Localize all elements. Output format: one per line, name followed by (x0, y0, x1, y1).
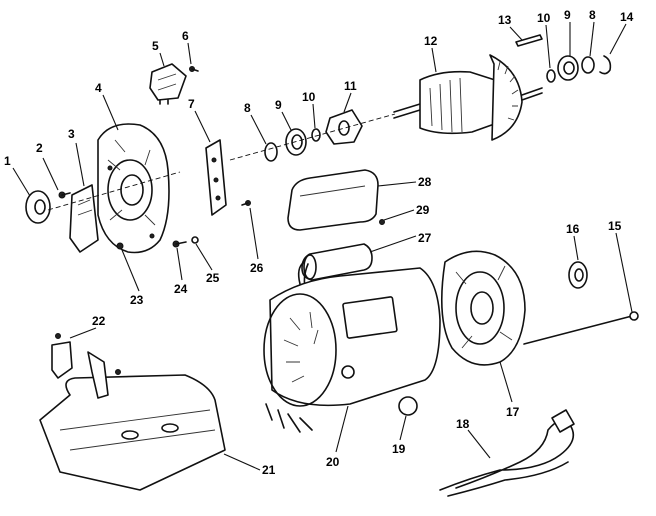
callout-23: 23 (130, 293, 144, 307)
part-screw-26 (241, 200, 251, 206)
part-plug-19 (398, 396, 418, 416)
callout-28: 28 (418, 175, 432, 189)
callout-10-left: 10 (302, 90, 316, 104)
callout-20: 20 (326, 455, 340, 469)
part-bearing-9-right (557, 55, 579, 81)
part-washer-25 (191, 236, 199, 244)
part-rotor-12 (393, 54, 543, 141)
callout-9-right: 9 (564, 8, 571, 22)
callout-7: 7 (188, 97, 195, 111)
part-base-21 (39, 374, 226, 491)
callout-numbers: 1 2 3 4 5 6 7 8 9 10 11 12 13 10 9 8 14 … (4, 8, 634, 477)
callout-25: 25 (206, 271, 220, 285)
callout-14: 14 (620, 10, 634, 24)
part-washer-1 (25, 190, 51, 224)
leader-lines (12, 21, 633, 471)
part-screw-6 (189, 66, 199, 72)
callout-4: 4 (95, 81, 102, 95)
callout-5: 5 (152, 39, 159, 53)
part-switch-5 (149, 63, 187, 105)
part-washer-10-right (546, 69, 556, 83)
callout-3: 3 (68, 127, 75, 141)
callout-16: 16 (566, 222, 580, 236)
part-washer-10-left (311, 128, 321, 142)
callout-8-right: 8 (589, 8, 596, 22)
callout-21: 21 (262, 463, 276, 477)
part-ring-8-right (581, 56, 595, 74)
callout-27: 27 (418, 231, 432, 245)
part-retaining-ring-14 (599, 55, 612, 75)
part-cord-18 (439, 409, 575, 497)
callout-13: 13 (498, 13, 512, 27)
part-end-bell-17 (441, 250, 526, 366)
callout-10-right: 10 (537, 11, 551, 25)
callout-18: 18 (456, 417, 470, 431)
part-screw-24 (172, 240, 187, 248)
callout-24: 24 (174, 282, 188, 296)
part-stator-housing-20 (263, 267, 441, 433)
callout-29: 29 (416, 203, 430, 217)
callout-17: 17 (506, 405, 520, 419)
callout-1: 1 (4, 154, 11, 168)
callout-9-left: 9 (275, 98, 282, 112)
part-cover-plate-3 (69, 184, 99, 253)
callout-11: 11 (344, 79, 357, 93)
callout-12: 12 (424, 34, 438, 48)
callout-26: 26 (250, 261, 264, 275)
part-key-13 (515, 34, 543, 47)
part-centrifugal-11 (325, 109, 363, 145)
part-screw-29 (379, 219, 385, 225)
callout-8-left: 8 (244, 101, 251, 115)
callout-15: 15 (608, 219, 622, 233)
callout-6: 6 (182, 29, 189, 43)
callout-19: 19 (392, 442, 406, 456)
part-screw-2 (58, 191, 71, 199)
part-ring-8-left (264, 142, 278, 162)
callout-22: 22 (92, 314, 106, 328)
part-terminal-board-7 (205, 139, 227, 216)
part-end-bell-4 (97, 123, 170, 254)
part-nut-23 (116, 242, 124, 250)
part-capacitor-cover-28 (287, 169, 379, 231)
part-washer-16 (568, 261, 588, 289)
part-through-bolt-15 (523, 311, 639, 345)
part-mounting-clips-22 (51, 333, 121, 399)
callout-2: 2 (36, 141, 43, 155)
